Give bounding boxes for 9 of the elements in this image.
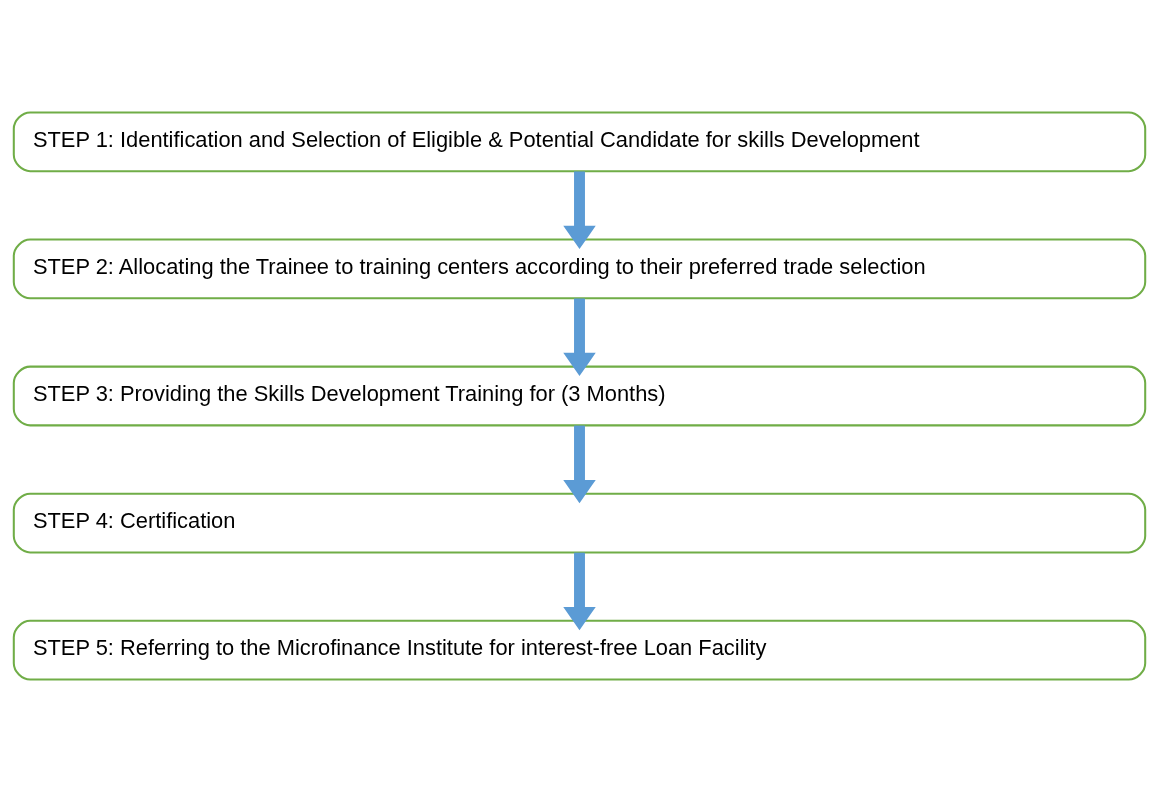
arrow <box>563 298 596 377</box>
node-box: STEP 4: Certification <box>12 492 1147 554</box>
node-box: STEP 5: Referring to the Microfinance Institute for interest-free Loan Facility <box>12 619 1147 681</box>
node-box: STEP 3: Providing the Skills Development Training for (3 Months) <box>12 365 1147 427</box>
arrow <box>563 171 596 249</box>
arrow <box>563 425 596 504</box>
arrow <box>563 552 596 631</box>
node-box: STEP 1: Identification and Selection of Eligible & Potential Candidate for skills Development <box>12 111 1147 173</box>
node-box: STEP 2: Allocating the Trainee to training centers according to their preferred trade selection <box>12 238 1147 300</box>
